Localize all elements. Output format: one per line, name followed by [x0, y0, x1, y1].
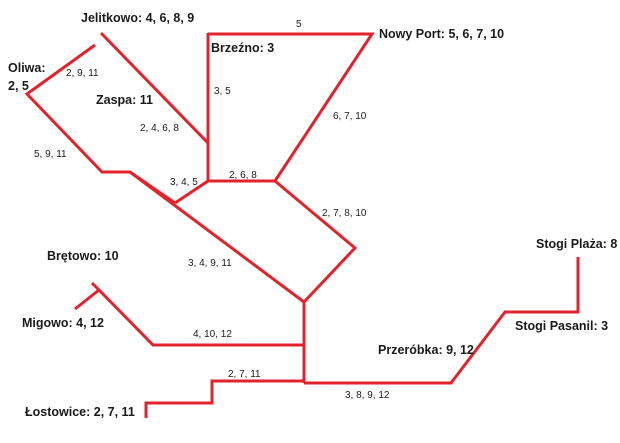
stop-oliwa-line1: Oliwa: — [8, 61, 46, 75]
segment-zaspa-diag: 2, 4, 6, 8 — [140, 123, 179, 134]
line-przerobka-branch — [304, 257, 580, 385]
line-junction-horizontal — [174, 179, 275, 205]
segment-migowo-line: 4, 10, 12 — [193, 329, 232, 340]
segment-labels: 5 2, 9, 11 3, 5 6, 7, 10 2, 4, 6, 8 5, 9… — [34, 19, 390, 401]
segment-south-diag: 3, 4, 9, 11 — [188, 258, 232, 269]
line-east-loop — [274, 179, 358, 304]
stop-stogi-pasanil: Stogi Pasanil: 3 — [515, 319, 608, 333]
stop-stogi-plaza: Stogi Plaża: 8 — [536, 237, 617, 251]
segment-przerobka-line: 3, 8, 9, 12 — [345, 390, 390, 401]
segment-oliwa-jelitkowo: 2, 9, 11 — [66, 68, 99, 79]
stop-bretowo: Brętowo: 10 — [47, 249, 119, 263]
line-lostowice-branch — [144, 379, 304, 418]
stop-brzezno: Brzeźno: 3 — [211, 41, 274, 55]
stop-przerobka: Przeróbka: 9, 12 — [378, 343, 474, 357]
stop-zaspa: Zaspa: 11 — [96, 93, 153, 107]
segment-nowyport-down: 6, 7, 10 — [333, 111, 367, 122]
line-south-diagonal — [129, 170, 305, 304]
route-lines — [24, 31, 580, 418]
segment-oliwa-down: 5, 9, 11 — [34, 149, 67, 160]
segment-east-diag: 2, 7, 8, 10 — [322, 208, 367, 219]
stop-migowo: Migowo: 4, 12 — [22, 316, 104, 330]
line-top-nowyport — [208, 32, 375, 182]
segment-brzezno-down: 3, 5 — [214, 86, 231, 97]
stop-oliwa-line2: 2, 5 — [8, 79, 29, 93]
line-migowo-branch — [74, 287, 304, 347]
segment-top: 5 — [296, 19, 302, 30]
line-jelitkowo-zaspa — [99, 31, 210, 145]
segment-junction-left: 3, 4, 5 — [170, 177, 198, 188]
segment-junction-mid: 2, 6, 8 — [229, 170, 257, 181]
stop-nowy-port: Nowy Port: 5, 6, 7, 10 — [379, 27, 504, 41]
stop-jelitkowo: Jelitkowo: 4, 6, 8, 9 — [81, 11, 194, 25]
stop-labels: Jelitkowo: 4, 6, 8, 9 Oliwa: 2, 5 Brzeźn… — [8, 11, 617, 419]
line-bretowo-spur — [90, 281, 101, 292]
segment-lostowice-line: 2, 7, 11 — [228, 369, 261, 380]
stop-lostowice: Łostowice: 2, 7, 11 — [25, 405, 135, 419]
